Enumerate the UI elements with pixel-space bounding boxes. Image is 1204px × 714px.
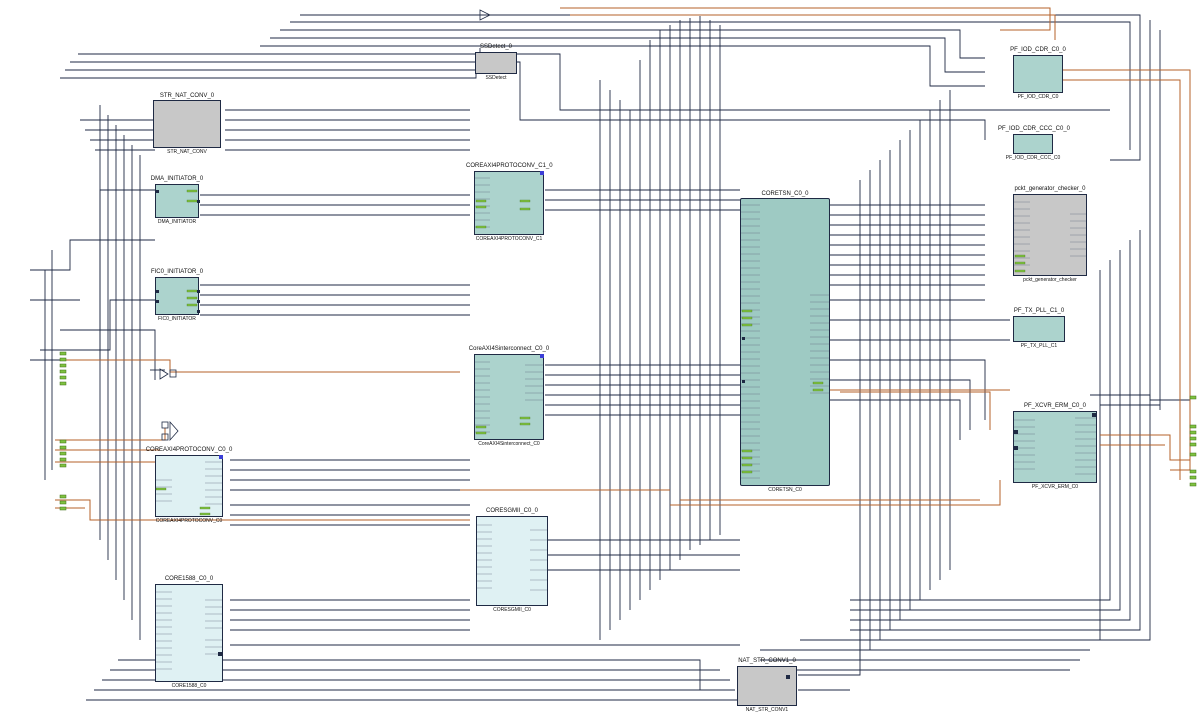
nat-str-conv1-title: NAT_STR_CONV1_0 <box>730 658 804 664</box>
fic0-initiator-subtitle: FIC0_INITIATOR <box>148 316 206 322</box>
pf-iod-cdr-title: PF_IOD_CDR_C0_0 <box>1008 47 1068 53</box>
coreaxi4protoconv-c0-title: COREAXI4PROTOCONV_C0_0 <box>145 447 233 453</box>
ssdetect-title: SSDetect_0 <box>475 44 517 50</box>
coreaxi4protoconv-c0-subtitle: COREAXI4PROTOCONV_C0 <box>145 518 233 524</box>
coreaxi4protoconv-c1-subtitle: COREAXI4PROTOCONV_C1 <box>466 236 552 242</box>
interconnect-title: CoreAXI4Sinterconnect_C0_0 <box>466 346 552 352</box>
pf-tx-pll-title: PF_TX_PLL_C1_0 <box>1008 308 1070 314</box>
pf-iod-cdr-subtitle: PF_IOD_CDR_C0 <box>1008 94 1068 100</box>
dma-initiator-block[interactable] <box>155 184 199 218</box>
fic0-initiator-title: FIC0_INITIATOR_0 <box>148 269 206 275</box>
pf-iod-cdr-ccc-title: PF_IOD_CDR_CCC_C0_0 <box>998 126 1068 132</box>
buffer-icon <box>160 369 168 379</box>
interconnect-block[interactable] <box>474 354 544 440</box>
pf-iod-cdr-ccc-subtitle: PF_IOD_CDR_CCC_C0 <box>998 155 1068 161</box>
core1588-block[interactable] <box>155 584 223 682</box>
ssdetect-subtitle: SSDetect <box>475 75 517 81</box>
dma-initiator-title: DMA_INITIATOR_0 <box>148 176 206 182</box>
core1588-title: CORE1588_C0_0 <box>150 576 228 582</box>
buffer-symbols <box>160 10 490 440</box>
interconnect-subtitle: CoreAXI4Sinterconnect_C0 <box>466 441 552 447</box>
right-port-tags <box>1190 396 1196 486</box>
fic0-initiator-block[interactable] <box>155 277 199 315</box>
nat-str-conv1-subtitle: NAT_STR_CONV1 <box>730 707 804 713</box>
pf-xcvr-erm-title: PF_XCVR_ERM_C0_0 <box>1010 403 1100 409</box>
coreaxi4protoconv-c1-title: COREAXI4PROTOCONV_C1_0 <box>466 163 552 169</box>
pckt-generator-checker-title: pckt_generator_checker_0 <box>1005 186 1095 192</box>
pf-tx-pll-subtitle: PF_TX_PLL_C1 <box>1008 343 1070 349</box>
pckt-generator-checker-block[interactable] <box>1013 194 1087 276</box>
pf-xcvr-erm-block[interactable] <box>1013 411 1097 483</box>
coresgmii-subtitle: CORESGMII_C0 <box>470 607 554 613</box>
coresgmii-block[interactable] <box>476 516 548 606</box>
coreaxi4protoconv-c1-block[interactable] <box>474 171 544 235</box>
str-nat-conv-subtitle: STR_NAT_CONV <box>153 149 221 155</box>
coretsn-subtitle: CORETSN_C0 <box>740 487 830 493</box>
pckt-generator-checker-subtitle: pckt_generator_checker <box>1005 277 1095 283</box>
flipflop-icon <box>162 422 168 428</box>
coretsn-title: CORETSN_C0_0 <box>740 191 830 197</box>
str-nat-conv-block[interactable] <box>153 100 221 148</box>
mux-icon <box>170 422 178 440</box>
pf-xcvr-erm-subtitle: PF_XCVR_ERM_C0 <box>1010 484 1100 490</box>
str-nat-conv-title: STR_NAT_CONV_0 <box>153 93 221 99</box>
dma-initiator-subtitle: DMA_INITIATOR <box>148 219 206 225</box>
pf-iod-cdr-ccc-block[interactable] <box>1013 134 1053 154</box>
core1588-subtitle: CORE1588_C0 <box>150 683 228 689</box>
left-port-tags <box>60 352 66 510</box>
pf-iod-cdr-block[interactable] <box>1013 55 1063 93</box>
flipflop-icon <box>170 370 176 377</box>
pf-tx-pll-block[interactable] <box>1013 316 1065 342</box>
coreaxi4protoconv-c0-block[interactable] <box>155 455 223 517</box>
coresgmii-title: CORESGMII_C0_0 <box>470 508 554 514</box>
nat-str-conv1-block[interactable] <box>737 666 797 706</box>
coretsn-block[interactable] <box>740 198 830 486</box>
ssdetect-block[interactable] <box>475 52 517 74</box>
